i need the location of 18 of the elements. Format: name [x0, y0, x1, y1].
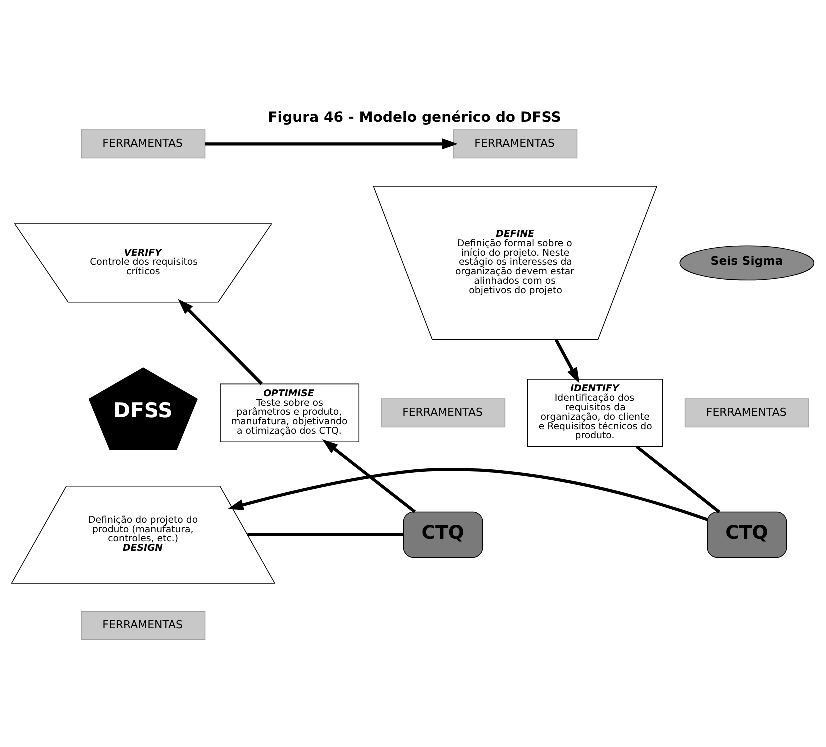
connector [248, 532, 404, 536]
node-box: OPTIMISE Teste sobre os parâmetros e produto, manufatura, objetivando a otimização dos CTQ. [220, 383, 360, 442]
diagram-title: Figura 46 - Modelo genérico do DFSS [268, 109, 562, 126]
node-box: CTQ [707, 511, 788, 558]
node-box: FERRAMENTAS [81, 129, 206, 158]
node-box: FERRAMENTAS [81, 610, 206, 640]
node-ellipse: Seis Sigma [680, 245, 815, 280]
node-box: IDENTIFY Identificação dos requisitos da organização, do cliente e Requisitos técnicos do produto. [528, 378, 663, 447]
arrow [178, 298, 263, 385]
node-box: FERRAMENTAS [381, 398, 506, 428]
arrow [554, 338, 580, 384]
node-box: FERRAMENTAS [684, 398, 810, 428]
arrow [228, 468, 708, 521]
arrow [206, 138, 458, 150]
connector [636, 445, 720, 513]
node-box: FERRAMENTAS [453, 129, 578, 158]
node-box: CTQ [403, 511, 484, 558]
arrow [322, 439, 416, 513]
